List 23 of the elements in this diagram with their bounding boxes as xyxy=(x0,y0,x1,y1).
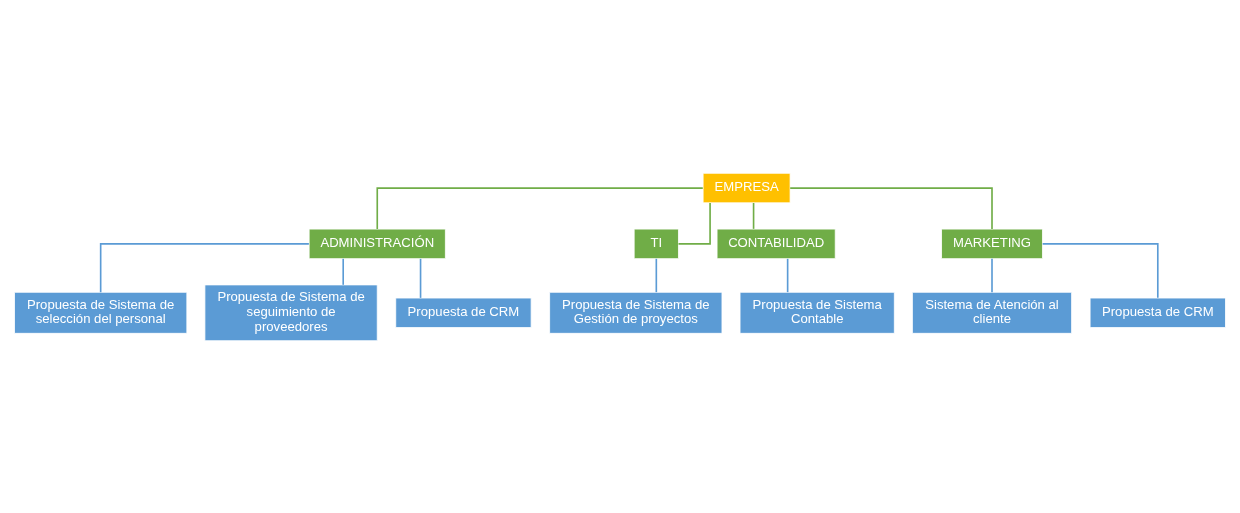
connector xyxy=(655,257,658,293)
node-box: Propuesta de CRM xyxy=(1089,297,1226,328)
node-box: MARKETING xyxy=(941,228,1043,259)
connector xyxy=(677,201,711,245)
connector xyxy=(789,186,993,230)
node-box: CONTABILIDAD xyxy=(716,228,836,259)
connector xyxy=(786,257,789,293)
connector xyxy=(991,257,993,293)
connector xyxy=(342,257,344,286)
node-box: Propuesta de Sistema de Gestión de proyectos xyxy=(549,291,723,334)
node-box: Propuesta de Sistema de seguimiento de proveedores xyxy=(204,284,378,341)
node-box: Sistema de Atención al cliente xyxy=(912,291,1073,334)
node-box: ADMINISTRACIÓN xyxy=(308,228,446,259)
connector xyxy=(752,201,755,230)
node-box: EMPRESA xyxy=(702,172,791,203)
node-box: Propuesta de Sistema Contable xyxy=(739,291,895,334)
connector xyxy=(419,257,422,299)
connector xyxy=(376,186,704,230)
node-box: TI xyxy=(633,228,679,259)
node-box: Propuesta de Sistema de selección del personal xyxy=(14,291,188,334)
node-box: Propuesta de CRM xyxy=(395,297,532,328)
connector xyxy=(1041,242,1159,299)
connector xyxy=(99,242,310,293)
